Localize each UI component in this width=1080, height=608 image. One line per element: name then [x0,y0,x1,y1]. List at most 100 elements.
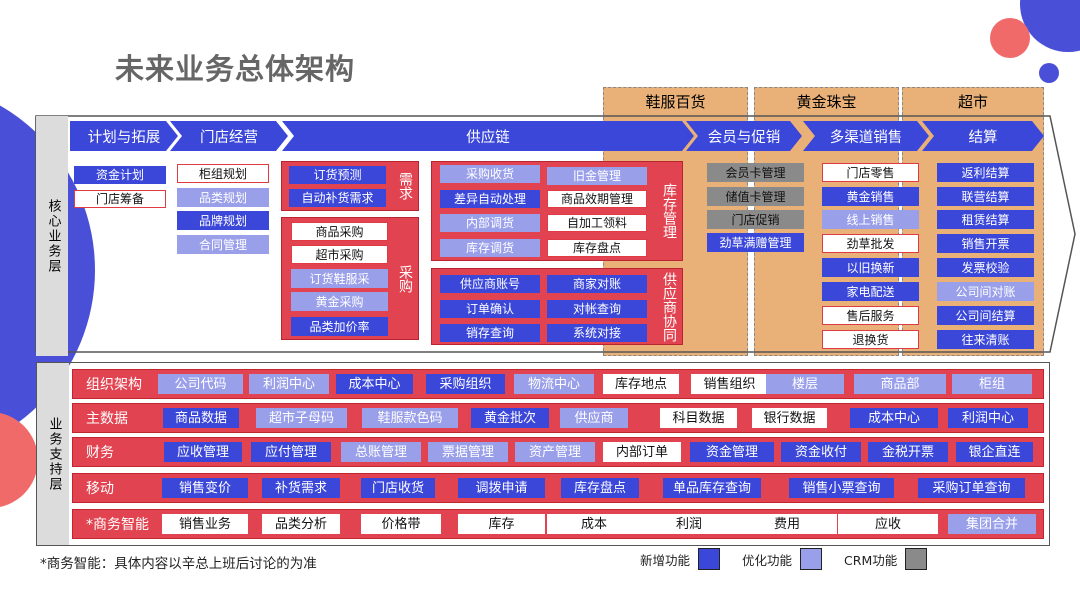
supplier-item: 对帐查询 [547,300,647,318]
support-item: 采购订单查询 [918,478,1025,498]
support-item: 应收 [838,514,938,534]
support-item: 销售组织 [691,374,768,394]
support-item: 门店收货 [361,478,435,498]
legend: 新增功能 优化功能 CRM功能 [640,546,950,572]
support-item: 单品库存查询 [663,478,761,498]
demand-item: 订货预测 [289,166,386,184]
legend-opt-label: 优化功能 [742,552,793,568]
support-row-title: 财务 [86,445,114,461]
support-item: 应付管理 [251,442,331,462]
supplier-item: 销存查询 [440,324,540,342]
support-item: 票据管理 [428,442,508,462]
channel-label-supermarket: 超市 [957,93,988,111]
support-item: 资产管理 [515,442,595,462]
store-item: 品类规划 [177,188,269,207]
support-item: 内部订单 [603,442,681,462]
plan-item: 门店筹备 [74,190,166,208]
inventory-item: 采购收货 [440,165,540,183]
settle-item: 销售开票 [937,234,1034,253]
purchase-item: 品类加价率 [291,317,388,336]
member-item: 会员卡管理 [707,163,804,182]
support-item: 供应商 [560,408,628,428]
purchase-item: 商品采购 [291,222,388,241]
plan-item: 资金计划 [74,166,166,184]
inventory-item: 库存调货 [440,239,540,257]
support-label-bg [37,363,69,545]
store-item: 柜组规划 [177,164,269,183]
inventory-item: 库存盘点 [547,239,647,257]
settle-item: 租赁结算 [937,210,1034,229]
blue-dot-top-right [1039,63,1059,83]
support-item: 采购组织 [426,374,505,394]
support-item: 银行数据 [752,408,827,428]
support-item: 价格带 [361,514,441,534]
support-item: 品类分析 [262,514,340,534]
core-label-bg [36,116,68,356]
supplier-item: 订单确认 [440,300,540,318]
inventory-item: 差异自动处理 [440,190,540,208]
sales-item: 门店零售 [822,163,919,182]
store-item: 合同管理 [177,235,269,254]
supplier-label: 供应商协同 [661,271,678,342]
support-item: 科目数据 [660,408,737,428]
settle-item: 公司间结算 [937,306,1034,325]
legend-new-label: 新增功能 [640,552,691,568]
store-item: 品牌规划 [177,211,269,230]
inventory-item: 商品效期管理 [547,190,647,208]
support-item: 鞋服款色码 [362,408,458,428]
legend-opt-swatch [800,548,823,570]
support-item: 公司代码 [158,374,243,394]
support-row-title: *商务智能 [86,517,149,533]
chevron-member: 会员与促销 [686,121,802,151]
supplier-item: 系统对接 [547,324,647,342]
support-item: 楼层 [766,374,844,394]
footnote: *商务智能：具体内容以辛总上班后讨论的为准 [40,556,317,572]
support-item: 黄金批次 [471,408,549,428]
sales-item: 黄金销售 [822,187,919,206]
support-row-title: 主数据 [86,411,128,427]
support-item: 资金管理 [690,442,774,462]
sales-item: 退换货 [822,330,919,349]
support-item: 补货需求 [262,478,340,498]
support-item: 资金收付 [781,442,861,462]
support-row-title: 组织架构 [86,377,142,393]
page-title: 未来业务总体架构 [115,52,356,86]
settle-item: 往来清账 [937,330,1034,349]
red-dot-top-right [990,18,1030,58]
chevron-settle: 结算 [922,121,1044,151]
support-item: 金税开票 [868,442,948,462]
sales-item: 劲草批发 [822,234,919,253]
support-layer-label: 业务支持层 [46,416,62,492]
supplier-item: 商家对账 [547,275,647,293]
chevron-sales: 多渠道销售 [803,121,929,151]
inventory-item: 内部调货 [440,214,540,232]
support-layer-frame [36,362,1050,546]
support-item: 物流中心 [514,374,594,394]
support-row-title: 移动 [86,481,114,497]
support-item: 应收管理 [164,442,242,462]
demand-item: 自动补货需求 [289,189,386,207]
support-item: 费用 [737,514,837,534]
chevron-plan: 计划与拓展 [70,121,178,151]
support-item: 利润中心 [249,374,329,394]
support-item: 超市子母码 [256,408,347,428]
member-item: 门店促销 [707,210,804,229]
legend-crm-label: CRM功能 [844,552,898,568]
support-item: 销售小票查询 [789,478,894,498]
support-item: 柜组 [952,374,1032,394]
support-item: 利润 [641,514,737,534]
supplier-item: 供应商账号 [440,275,540,293]
support-item: 银企直连 [956,442,1033,462]
support-item: 库存地点 [603,374,679,394]
demand-label: 需求 [397,172,414,200]
support-item: 销售变价 [162,478,248,498]
support-item: 商品数据 [163,408,239,428]
inventory-label: 库存管理 [661,183,678,239]
settle-item: 发票校验 [937,258,1034,277]
settle-item: 返利结算 [937,163,1034,182]
settle-item: 联营结算 [937,187,1034,206]
blue-circle-top-right [1020,0,1080,52]
support-item: 成本中心 [850,408,938,428]
inventory-item: 旧金管理 [547,167,647,185]
settle-item: 公司间对账 [937,282,1034,301]
